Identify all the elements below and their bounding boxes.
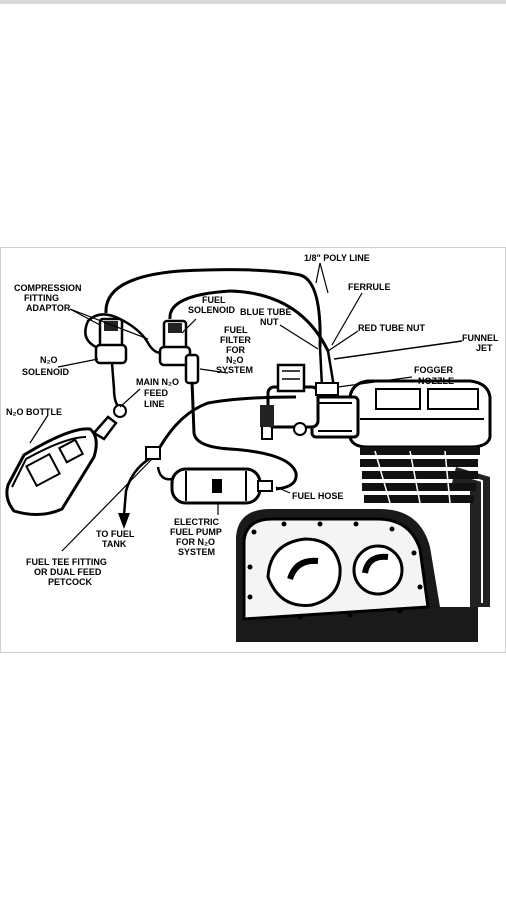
fuel-pump — [170, 467, 273, 505]
label-to-fuel-tank-2: TANK — [102, 539, 127, 549]
label-fuel-filter-1: FUEL — [224, 325, 248, 335]
label-fogger-1: FOGGER — [414, 365, 454, 375]
engine-illustration — [236, 363, 492, 642]
label-funnel-2: JET — [476, 343, 493, 353]
label-n2o-solenoid-1: N₂O — [40, 355, 58, 365]
label-main-feed-1: MAIN N₂O — [136, 377, 179, 387]
fuel-solenoid — [158, 319, 192, 367]
label-blue-tube-2: NUT — [260, 317, 279, 327]
image-viewer[interactable]: 1/8" POLY LINE FERRULE COMPRESSION FITTI… — [0, 247, 506, 653]
label-electric-pump-3: FOR N₂O — [176, 537, 215, 547]
label-to-fuel-tank-1: TO FUEL — [96, 529, 135, 539]
label-fogger-2: NOZZLE — [418, 376, 454, 386]
leader-lines — [29, 262, 413, 552]
label-blue-tube-1: BLUE TUBE — [240, 307, 292, 317]
label-red-tube-nut: RED TUBE NUT — [358, 323, 426, 333]
label-main-feed-2: FEED — [144, 388, 169, 398]
to-tank-arrow — [118, 513, 130, 529]
nitrous-system-diagram: 1/8" POLY LINE FERRULE COMPRESSION FITTI… — [5, 253, 499, 642]
label-n2o-bottle: N₂O BOTTLE — [6, 407, 62, 417]
n2o-bottle — [5, 404, 127, 516]
fuel-filter — [184, 353, 200, 385]
fogger-nozzle — [315, 382, 339, 396]
label-poly-line: 1/8" POLY LINE — [304, 253, 370, 263]
status-bar-strip — [0, 0, 506, 4]
label-tee-1: FUEL TEE FITTING — [26, 557, 107, 567]
label-fuel-filter-2: FILTER — [220, 335, 251, 345]
label-fuel-solenoid-2: SOLENOID — [188, 305, 236, 315]
label-ferrule: FERRULE — [348, 282, 391, 292]
label-fuel-filter-5: SYSTEM — [216, 365, 253, 375]
label-electric-pump-2: FUEL PUMP — [170, 527, 222, 537]
label-funnel-1: FUNNEL — [462, 333, 499, 343]
label-fuel-filter-4: N₂O — [226, 355, 244, 365]
n2o-solenoid — [94, 317, 128, 365]
label-n2o-solenoid-2: SOLENOID — [22, 367, 70, 377]
label-tee-2: OR DUAL FEED — [34, 567, 102, 577]
label-fuel-solenoid-1: FUEL — [202, 295, 226, 305]
label-tee-3: PETCOCK — [48, 577, 93, 587]
label-compression-1: COMPRESSION — [14, 283, 82, 293]
label-electric-pump-4: SYSTEM — [178, 547, 215, 557]
label-fuel-hose: FUEL HOSE — [292, 491, 343, 501]
label-compression-2: FITTING — [24, 293, 59, 303]
label-electric-pump-1: ELECTRIC — [174, 517, 220, 527]
label-main-feed-3: LINE — [144, 399, 165, 409]
label-fuel-filter-3: FOR — [226, 345, 245, 355]
label-compression-3: ADAPTOR — [26, 303, 71, 313]
fuel-tee-fitting — [145, 446, 161, 460]
diagram-labels: 1/8" POLY LINE FERRULE COMPRESSION FITTI… — [6, 253, 499, 587]
